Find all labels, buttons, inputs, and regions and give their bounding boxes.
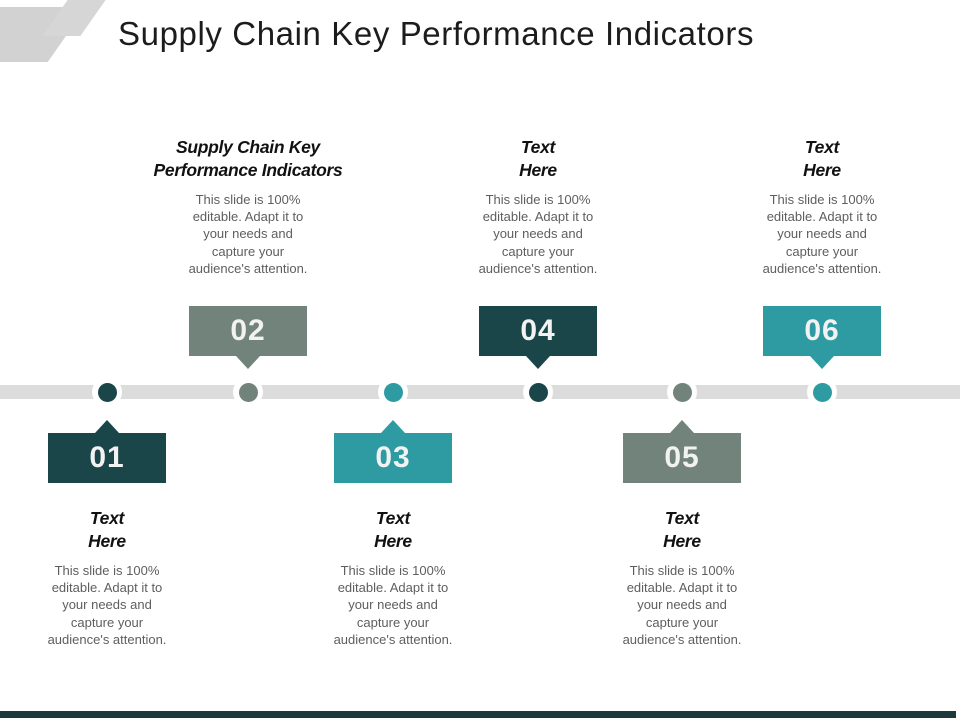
milestone-04-text-block: Text Here This slide is 100% editable. A… — [426, 136, 650, 277]
milestone-01-text-block: Text Here This slide is 100% editable. A… — [0, 507, 219, 648]
milestone-01-description: This slide is 100% editable. Adapt it to… — [47, 563, 167, 647]
milestone-02-number-box: 02 — [189, 306, 307, 356]
milestone-04-number-box: 04 — [479, 306, 597, 356]
milestone-03-pointer — [381, 420, 405, 433]
milestone-02-number: 02 — [230, 314, 266, 347]
milestone-04-description: This slide is 100% editable. Adapt it to… — [478, 192, 598, 276]
milestone-05-dot — [672, 382, 692, 402]
milestone-02-heading: Supply Chain Key Performance Indicators — [153, 137, 343, 180]
milestone-02-dot — [238, 382, 258, 402]
milestone-01-number: 01 — [89, 441, 125, 474]
milestone-02-pointer — [236, 356, 260, 369]
milestone-05-number: 05 — [664, 441, 700, 474]
milestone-06-dot — [812, 382, 832, 402]
milestone-05-heading: Text Here — [663, 508, 701, 551]
milestone-05-text-block: Text Here This slide is 100% editable. A… — [570, 507, 794, 648]
milestone-03-number: 03 — [375, 441, 411, 474]
milestone-01-heading: Text Here — [88, 508, 126, 551]
milestone-04-number: 04 — [520, 314, 556, 347]
milestone-05-number-box: 05 — [623, 433, 741, 483]
milestone-04-heading: Text Here — [519, 137, 557, 180]
milestone-02-text-block: Supply Chain Key Performance Indicators … — [136, 136, 360, 277]
milestone-04-dot — [528, 382, 548, 402]
milestone-02-description: This slide is 100% editable. Adapt it to… — [188, 192, 308, 276]
milestone-06-number: 06 — [804, 314, 840, 347]
milestone-06-text-block: Text Here This slide is 100% editable. A… — [710, 136, 934, 277]
slide-title: Supply Chain Key Performance Indicators — [118, 15, 755, 52]
milestone-01-dot — [97, 382, 117, 402]
milestone-03-heading: Text Here — [374, 508, 412, 551]
milestone-06-heading: Text Here — [803, 137, 841, 180]
milestone-05-description: This slide is 100% editable. Adapt it to… — [622, 563, 742, 647]
milestone-03-dot — [383, 382, 403, 402]
milestone-06-description: This slide is 100% editable. Adapt it to… — [762, 192, 882, 276]
milestone-06-number-box: 06 — [763, 306, 881, 356]
milestone-01-pointer — [95, 420, 119, 433]
milestone-06-pointer — [810, 356, 834, 369]
milestone-03-number-box: 03 — [334, 433, 452, 483]
milestone-03-text-block: Text Here This slide is 100% editable. A… — [281, 507, 505, 648]
milestone-04-pointer — [526, 356, 550, 369]
milestone-01-number-box: 01 — [48, 433, 166, 483]
footer-bar — [0, 711, 956, 718]
milestone-03-description: This slide is 100% editable. Adapt it to… — [333, 563, 453, 647]
milestone-05-pointer — [670, 420, 694, 433]
